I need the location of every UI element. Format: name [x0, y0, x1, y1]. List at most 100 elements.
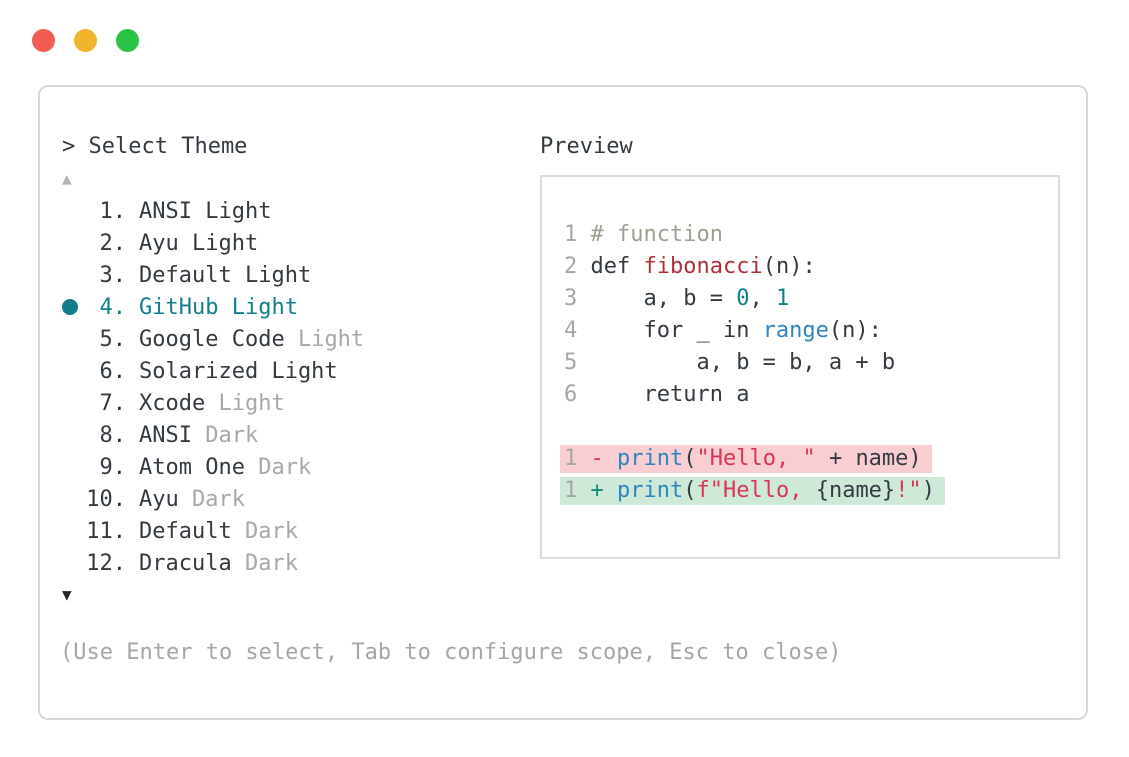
theme-variant-muted: Light: [284, 326, 365, 352]
theme-picker-pane: > Select Theme ▲ 1. ANSI Light 2. Ayu Li…: [62, 131, 364, 611]
theme-number: 11.: [86, 518, 126, 544]
theme-name: GitHub Light: [139, 294, 298, 320]
theme-list-item[interactable]: 4. GitHub Light: [62, 291, 364, 323]
code-line-content: 1 + print(f"Hello, {name}!"): [560, 477, 945, 505]
code-token: 1: [775, 286, 790, 311]
code-token: (: [683, 446, 697, 471]
code-line: 5 a, b = b, a + b: [564, 347, 1058, 379]
window-controls: [32, 29, 139, 52]
theme-list-item[interactable]: 3. Default Light: [62, 259, 364, 291]
theme-variant-muted: Dark: [244, 454, 312, 480]
theme-list-item[interactable]: 12. Dracula Dark: [62, 547, 364, 579]
line-number: 4: [564, 318, 591, 343]
minimize-button[interactable]: [74, 29, 97, 52]
code-line: 1 # function: [564, 219, 1058, 251]
theme-variant-muted: Light: [205, 390, 285, 416]
theme-number: 1.: [99, 198, 127, 224]
code-line: 3 a, b = 0, 1: [564, 283, 1058, 315]
line-number: 1: [564, 446, 591, 471]
code-token: ,: [749, 286, 776, 311]
close-button[interactable]: [32, 29, 55, 52]
theme-number: 6.: [99, 358, 127, 384]
theme-name: ANSI: [139, 422, 192, 448]
code-token: print: [617, 478, 684, 503]
code-token: -: [590, 446, 617, 471]
scroll-down-indicator[interactable]: ▼: [62, 585, 72, 604]
theme-name: Atom One: [139, 454, 245, 480]
code-line: [564, 411, 1058, 443]
code-token: a, b =: [590, 286, 737, 311]
code-token: # function: [590, 222, 723, 247]
theme-name: Default: [139, 518, 232, 544]
code-token: (: [683, 478, 697, 503]
line-number: 6: [564, 382, 591, 407]
theme-name: Ayu Light: [139, 230, 259, 256]
theme-list-item[interactable]: 8. ANSI Dark: [62, 419, 364, 451]
code-line-content: 5 a, b = b, a + b: [560, 349, 905, 377]
code-token: (n):: [762, 254, 816, 279]
code-token: f"Hello,: [696, 478, 816, 503]
line-number: 2: [564, 254, 591, 279]
theme-list-item[interactable]: 6. Solarized Light: [62, 355, 364, 387]
theme-selector-window: > Select Theme ▲ 1. ANSI Light 2. Ayu Li…: [38, 85, 1088, 720]
code-token: {name}: [815, 478, 896, 503]
select-theme-prompt: > Select Theme: [62, 134, 248, 159]
keyboard-hint: (Use Enter to select, Tab to configure s…: [60, 640, 842, 665]
theme-number: 7.: [99, 390, 127, 416]
code-token: a, b = b, a + b: [590, 350, 896, 375]
code-token: !": [895, 478, 922, 503]
code-token: + name): [815, 446, 922, 471]
theme-list-item[interactable]: 9. Atom One Dark: [62, 451, 364, 483]
code-preview: 1 # function 2 def fibonacci(n): 3 a, b …: [540, 175, 1060, 559]
theme-name: ANSI Light: [139, 198, 272, 224]
theme-name: Default Light: [139, 262, 312, 288]
code-line-content: 3 a, b = 0, 1: [560, 285, 799, 313]
code-line-content: [560, 413, 574, 441]
code-token: for _ in: [590, 318, 763, 343]
theme-number: 2.: [99, 230, 127, 256]
theme-variant-muted: Dark: [178, 486, 245, 512]
theme-number: 5.: [99, 326, 127, 352]
selected-bullet-icon: [62, 299, 78, 315]
code-token: +: [590, 478, 617, 503]
line-number: 5: [564, 350, 591, 375]
code-line: 4 for _ in range(n):: [564, 315, 1058, 347]
code-token: fibonacci: [643, 254, 763, 279]
preview-pane: Preview 1 # function 2 def fibonacci(n):…: [540, 131, 1060, 559]
code-token: 0: [736, 286, 750, 311]
scroll-up-indicator[interactable]: ▲: [62, 169, 72, 188]
code-token: (n):: [828, 318, 882, 343]
code-line-content: 4 for _ in range(n):: [560, 317, 892, 345]
theme-list-item[interactable]: 1. ANSI Light: [62, 195, 364, 227]
code-line-content: 6 return a: [560, 381, 759, 409]
code-token: return a: [590, 382, 750, 407]
preview-label: Preview: [540, 134, 633, 159]
theme-variant-muted: Dark: [231, 518, 298, 544]
theme-number: 9.: [99, 454, 127, 480]
line-number: 3: [564, 286, 591, 311]
theme-list-item[interactable]: 10. Ayu Dark: [62, 483, 364, 515]
theme-list-item[interactable]: 5. Google Code Light: [62, 323, 365, 355]
theme-name: Dracula: [139, 550, 232, 576]
theme-list-item[interactable]: 7. Xcode Light: [62, 387, 364, 419]
theme-list-item[interactable]: 2. Ayu Light: [62, 227, 364, 259]
code-line: 1 + print(f"Hello, {name}!"): [560, 475, 1058, 507]
theme-name: Xcode: [139, 390, 206, 416]
zoom-button[interactable]: [116, 29, 139, 52]
theme-variant-muted: Dark: [191, 422, 259, 448]
code-line: 2 def fibonacci(n):: [564, 251, 1058, 283]
theme-number: 3.: [99, 262, 127, 288]
theme-list-item[interactable]: 11. Default Dark: [62, 515, 364, 547]
theme-name: Solarized Light: [139, 358, 338, 384]
code-token: def: [590, 254, 644, 279]
theme-list: 1. ANSI Light 2. Ayu Light 3. Default Li…: [62, 195, 364, 579]
theme-number: 10.: [86, 486, 126, 512]
selection-bullet-slot: [62, 299, 86, 315]
code-token: "Hello, ": [696, 446, 816, 471]
code-token: print: [617, 446, 684, 471]
code-line-content: 2 def fibonacci(n):: [560, 253, 826, 281]
theme-name: Ayu: [139, 486, 179, 512]
line-number: 1: [564, 222, 591, 247]
theme-number: 12.: [86, 550, 126, 576]
theme-variant-muted: Dark: [231, 550, 298, 576]
